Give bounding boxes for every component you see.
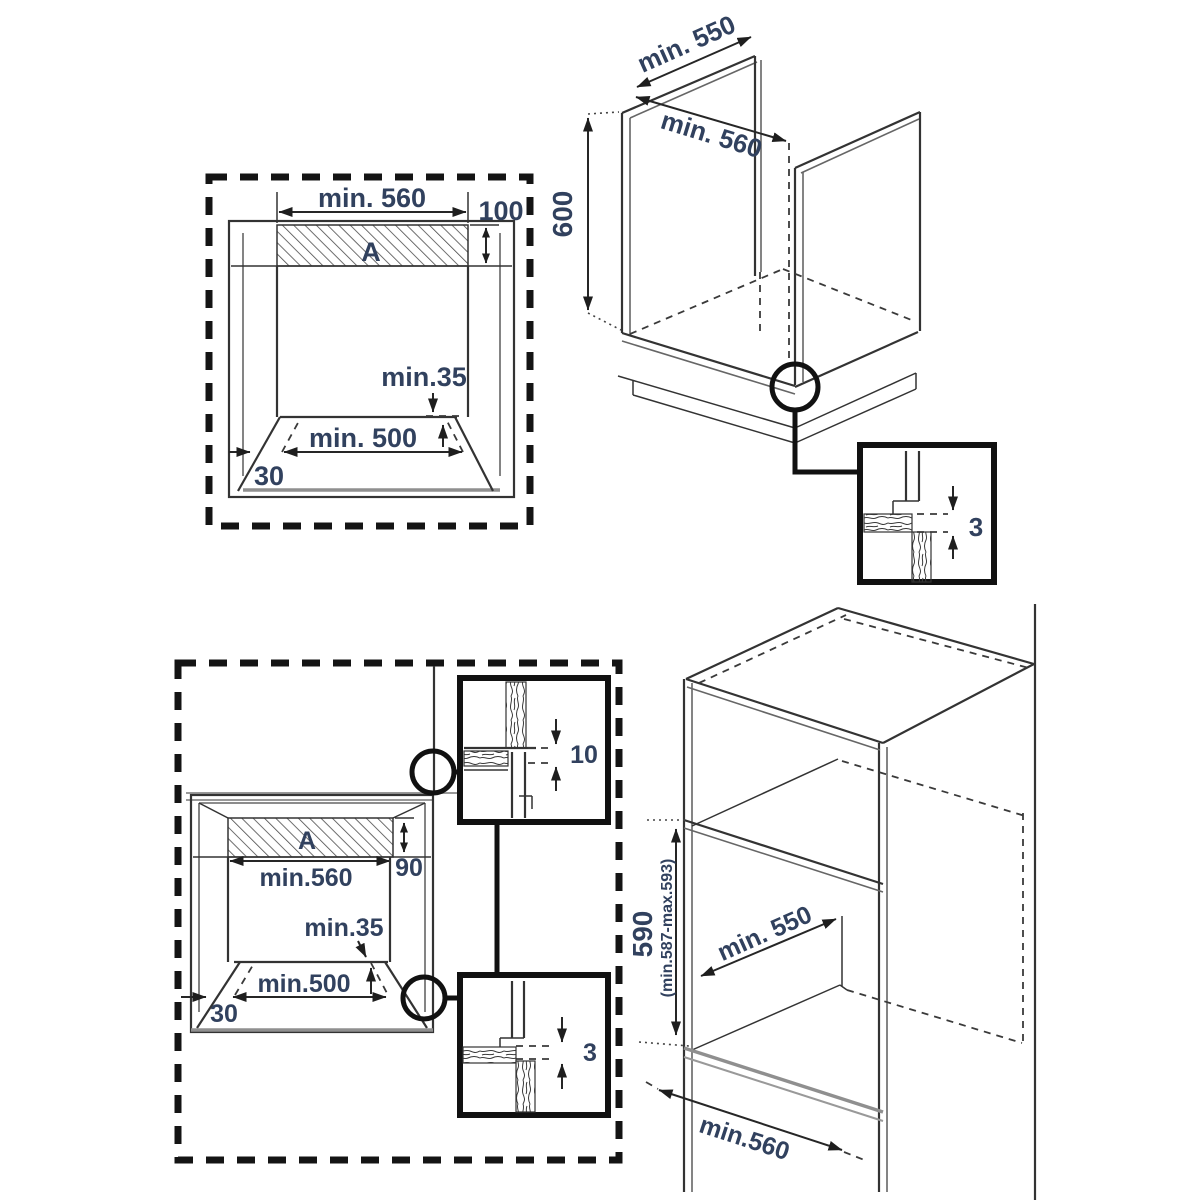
detail-box-top-gap — [457, 675, 611, 825]
dim-line-depth — [636, 36, 752, 88]
dim-label-top-width: min.560 — [259, 864, 352, 892]
ventilation-band — [227, 817, 394, 858]
dim-label-floor-depth: min.500 — [257, 970, 350, 998]
dim-label-height: 600 — [547, 191, 578, 238]
dim-label-side-clearance: 30 — [254, 461, 284, 491]
dim-label-vent-height: 100 — [478, 196, 523, 226]
dim-line-total-depth — [635, 96, 787, 142]
detail-top-gap-section: 10 — [463, 681, 598, 818]
dim-label-top-width: min. 560 — [318, 183, 426, 213]
dim-label-vent-band: A — [298, 827, 316, 855]
panel-base-cabinet-iso: min. 550 min. 560 600 — [547, 9, 997, 585]
detail-bottom-gap-section: 3 — [462, 981, 597, 1113]
dim-label-rear-gap: min.35 — [381, 362, 467, 392]
worktop-cross-section — [463, 750, 509, 767]
dim-label-vent-band: A — [361, 237, 381, 267]
dim-label-detail-gap: 3 — [969, 512, 983, 542]
detail-callout-circle — [769, 361, 821, 413]
dashed-outline-box — [174, 659, 623, 1164]
dim-label-side-clearance: 30 — [210, 1000, 238, 1028]
ventilation-band — [276, 224, 469, 267]
panel-niche-front-view-compact: 90 A min.560 min.35 min.500 30 — [174, 659, 623, 1164]
dim-label-detail-top-gap: 10 — [570, 741, 598, 769]
dim-label-rear-gap: min.35 — [304, 914, 383, 942]
worktop-cross-section — [863, 513, 913, 533]
dim-line-depth — [700, 918, 837, 977]
panel-cross-section — [515, 1060, 536, 1113]
niche-outer-frame — [227, 219, 516, 499]
dim-label-vent-height: 90 — [395, 854, 423, 882]
dashed-outline-box — [205, 173, 534, 530]
panel-cross-section — [505, 681, 527, 749]
dim-label-floor-depth: min. 500 — [309, 423, 417, 453]
detail-bottom-gap-section: 3 — [863, 451, 983, 583]
detail-callout-leader — [792, 411, 857, 475]
panel-niche-front-view-600: min. 560 100 A min.35 min. 500 30 — [205, 173, 534, 530]
dim-label-niche-height: 590 — [627, 911, 658, 958]
niche-outer-frame — [189, 793, 435, 1034]
dim-label-niche-height-range: (min.587-max.593) — [659, 859, 676, 998]
panel-cross-section — [911, 531, 932, 583]
niche-bottom-rail — [683, 1046, 884, 1114]
worktop-cross-section — [462, 1046, 517, 1064]
dim-label-detail-bottom-gap: 3 — [583, 1039, 597, 1067]
dim-line-bottom-depth — [658, 1089, 843, 1151]
